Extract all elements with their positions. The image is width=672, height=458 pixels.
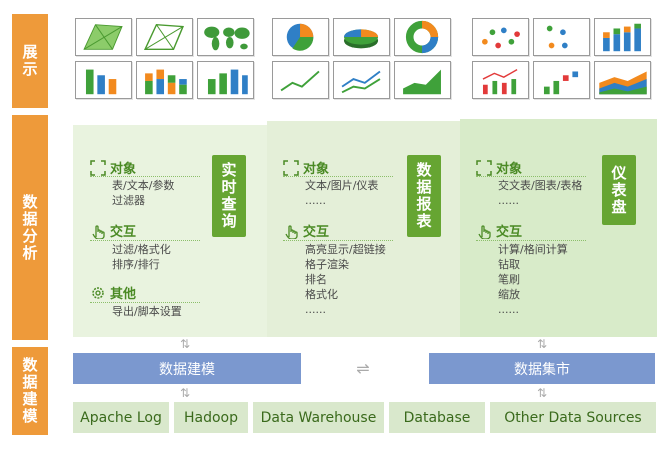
up-down-arrow-icon: ⇅ (537, 386, 548, 400)
up-down-arrow-icon: ⇅ (180, 386, 191, 400)
panel3-interaction-items: 计算/格间计算 钻取 笔刷 缩放 ...... (498, 243, 568, 316)
panel1-interaction-title: 交互 (90, 221, 136, 240)
left-right-arrow-icon: ⇌ (356, 359, 370, 378)
divider (90, 240, 200, 241)
3d-pie-icon[interactable] (333, 18, 390, 56)
divider (476, 240, 586, 241)
source-data-warehouse[interactable]: Data Warehouse (253, 402, 384, 433)
3d-stacked-bar-icon[interactable] (594, 18, 651, 56)
modeling-label: 数据建模 (12, 347, 48, 435)
panel2-interaction-title: 交互 (283, 221, 329, 240)
stacked-area-icon[interactable] (594, 61, 651, 99)
divider (476, 176, 586, 177)
report-tag: 数据报表 (407, 155, 441, 237)
display-label: 展示 (12, 14, 48, 108)
object-bracket-icon (283, 159, 299, 176)
panel2-object-title: 对象 (283, 158, 329, 177)
world-map-icon[interactable] (197, 18, 254, 56)
scatter-dots-icon[interactable] (533, 18, 590, 56)
realtime-query-tag: 实时查询 (212, 155, 246, 237)
panel1-other-title: 其他 (90, 283, 136, 302)
panel2-object-items: 文本/图片/仪表 ...... (305, 179, 379, 207)
up-down-arrow-icon: ⇅ (537, 337, 548, 351)
up-down-arrow-icon: ⇅ (180, 337, 191, 351)
panel3-interaction-title: 交互 (476, 221, 522, 240)
hand-pointer-icon (476, 223, 492, 240)
divider (90, 176, 200, 177)
object-bracket-icon (476, 159, 492, 176)
panel1-object-items: 表/文本/参数 过滤器 (112, 179, 175, 207)
area-chart-icon[interactable] (394, 61, 451, 99)
source-database[interactable]: Database (389, 402, 485, 433)
panel1-interaction-items: 过滤/格式化 排序/排行 (112, 243, 171, 271)
combo-chart-icon[interactable] (472, 61, 529, 99)
source-other[interactable]: Other Data Sources (490, 402, 656, 433)
dashboard-tag: 仪表盘 (602, 155, 636, 225)
multi-line-icon[interactable] (333, 61, 390, 99)
object-bracket-icon (90, 159, 106, 176)
hand-pointer-icon (90, 223, 106, 240)
panel3-object-items: 交文表/图表/表格 ...... (498, 179, 583, 207)
panel1-object-title: 对象 (90, 158, 136, 177)
hand-pointer-icon (283, 223, 299, 240)
divider (283, 176, 393, 177)
source-hadoop[interactable]: Hadoop (174, 402, 248, 433)
bar-chart-icon[interactable] (75, 61, 132, 99)
divider (283, 240, 393, 241)
map-outline-icon[interactable] (136, 18, 193, 56)
data-modeling-bar[interactable]: 数据建模 (73, 353, 301, 384)
divider (90, 302, 200, 303)
donut-chart-icon[interactable] (394, 18, 451, 56)
stacked-bar-icon[interactable] (136, 61, 193, 99)
panel1-other-items: 导出/脚本设置 (112, 305, 182, 318)
scatter-icon[interactable] (472, 18, 529, 56)
3d-bar-icon[interactable] (197, 61, 254, 99)
line-chart-icon[interactable] (272, 61, 329, 99)
gear-icon (90, 285, 106, 301)
data-mart-bar[interactable]: 数据集市 (429, 353, 655, 384)
analysis-label: 数据分析 (12, 115, 48, 340)
pie-chart-icon[interactable] (272, 18, 329, 56)
source-apache-log[interactable]: Apache Log (73, 402, 169, 433)
map-green-icon[interactable] (75, 18, 132, 56)
step-bar-icon[interactable] (533, 61, 590, 99)
panel3-object-title: 对象 (476, 158, 522, 177)
panel2-interaction-items: 高亮显示/超链接 格子渲染 排名 格式化 ...... (305, 243, 386, 316)
